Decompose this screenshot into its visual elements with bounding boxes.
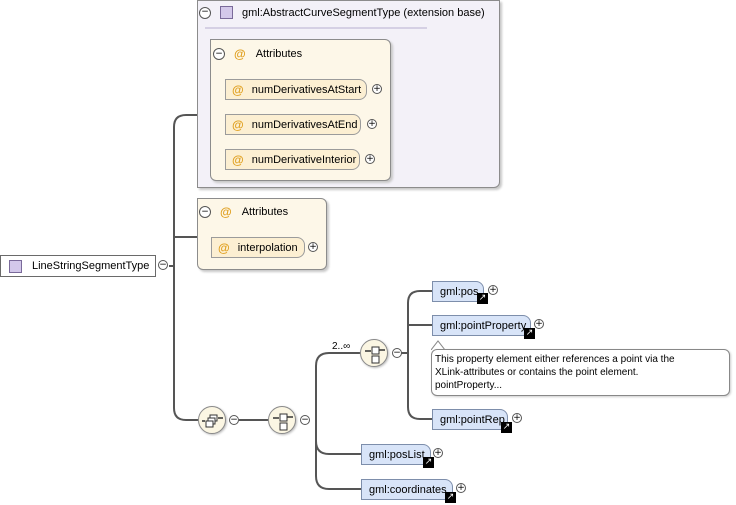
expand-icon[interactable]: +: [433, 447, 443, 458]
attributes-heading: Attributes: [241, 206, 289, 218]
tooltip-line: This property element either references …: [435, 354, 675, 365]
collapse-icon[interactable]: −: [213, 48, 225, 60]
attribute-at-icon: @: [232, 152, 244, 167]
element-label: gml:pos: [440, 285, 479, 298]
tooltip-line: pointProperty...: [435, 380, 503, 391]
collapse-icon[interactable]: −: [158, 259, 168, 270]
expand-icon[interactable]: +: [367, 118, 377, 129]
attribute-at-icon: @: [232, 117, 244, 132]
expand-icon[interactable]: +: [488, 284, 498, 295]
attribute-numDerivativesAtEnd[interactable]: @ numDerivativesAtEnd: [225, 114, 361, 135]
choice-compositor-icon: [273, 413, 293, 431]
attribute-numDerivativesAtStart[interactable]: @ numDerivativesAtStart: [225, 79, 367, 100]
complex-type-icon: [9, 259, 22, 273]
expand-icon[interactable]: +: [308, 241, 318, 252]
collapse-icon[interactable]: −: [300, 414, 310, 425]
tooltip-line: XLink-attributes or contains the point e…: [435, 367, 639, 378]
attributes-header[interactable]: − @ Attributes: [213, 47, 302, 61]
attribute-label: interpolation: [237, 241, 298, 254]
root-type-label: LineStringSegmentType: [32, 260, 150, 272]
element-gml-pos[interactable]: gml:pos: [432, 281, 484, 302]
collapse-icon[interactable]: −: [392, 347, 402, 358]
reference-arrow-icon: ↗: [501, 422, 512, 433]
choice-compositor-icon: [365, 346, 385, 364]
attribute-at-icon: @: [232, 82, 244, 97]
reference-arrow-icon: ↗: [423, 457, 434, 468]
element-gml-pointProperty[interactable]: gml:pointProperty: [432, 315, 531, 336]
expand-icon[interactable]: +: [372, 83, 382, 94]
tooltip-pointer: [431, 340, 445, 350]
attributes-group: [197, 198, 327, 270]
attribute-at-icon: @: [220, 205, 232, 219]
collapse-icon[interactable]: −: [229, 414, 239, 425]
attributes-header[interactable]: − @ Attributes: [199, 205, 288, 219]
reference-arrow-icon: ↗: [477, 293, 488, 304]
collapse-icon[interactable]: −: [199, 6, 211, 19]
sequence-compositor-icon: [202, 414, 223, 428]
attribute-label: numDerivativesAtEnd: [251, 118, 358, 131]
element-label: gml:pointRep: [440, 413, 505, 426]
reference-arrow-icon: ↗: [524, 328, 535, 339]
documentation-tooltip: This property element either references …: [431, 349, 730, 396]
attributes-heading: Attributes: [255, 48, 303, 60]
expand-icon[interactable]: +: [534, 318, 544, 329]
expand-icon[interactable]: +: [365, 153, 375, 164]
separator-line: [205, 27, 427, 29]
collapse-icon[interactable]: −: [199, 206, 211, 218]
element-label: gml:pointProperty: [440, 319, 527, 332]
complex-type-icon: [220, 6, 233, 19]
attribute-interpolation[interactable]: @ interpolation: [211, 237, 305, 258]
sequence-compositor[interactable]: [198, 406, 226, 434]
attribute-at-icon: @: [218, 240, 230, 255]
attribute-numDerivativeInterior[interactable]: @ numDerivativeInterior: [225, 149, 360, 170]
element-gml-posList[interactable]: gml:posList: [361, 444, 431, 465]
expand-icon[interactable]: +: [512, 412, 522, 423]
attribute-label: numDerivativeInterior: [251, 153, 357, 166]
element-gml-coordinates[interactable]: gml:coordinates: [361, 479, 453, 500]
extension-base-label: gml:AbstractCurveSegmentType (extension …: [242, 6, 485, 19]
attribute-at-icon: @: [234, 47, 246, 61]
choice-compositor[interactable]: [268, 406, 296, 434]
element-gml-pointRep[interactable]: gml:pointRep: [432, 409, 508, 430]
expand-icon[interactable]: +: [456, 482, 466, 493]
element-label: gml:coordinates: [369, 483, 447, 496]
choice-compositor-repeated[interactable]: [360, 339, 388, 367]
attribute-label: numDerivativesAtStart: [251, 83, 362, 96]
element-label: gml:posList: [369, 448, 425, 461]
reference-arrow-icon: ↗: [445, 492, 456, 503]
extension-header[interactable]: − gml:AbstractCurveSegmentType (extensio…: [199, 6, 485, 19]
occurrence-label: 2..∞: [332, 341, 351, 352]
root-type-box[interactable]: LineStringSegmentType: [0, 255, 156, 277]
